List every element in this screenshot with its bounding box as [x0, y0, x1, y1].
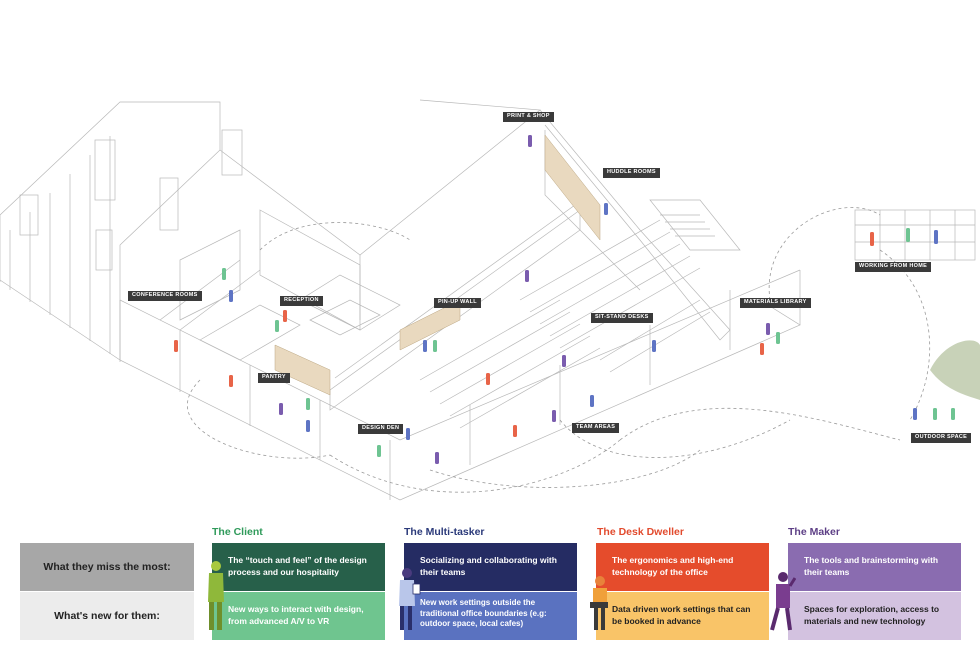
- maker-figure-icon: [770, 572, 796, 631]
- multitasker-miss-box: Socializing and collaborating with their…: [404, 543, 577, 591]
- desk-dweller-new-box: Data driven work settings that can be bo…: [596, 592, 769, 640]
- label-pin-up-wall: PIN-UP WALL: [434, 298, 481, 308]
- client-new-box: New ways to interact with design, from a…: [212, 592, 385, 640]
- label-reception: RECEPTION: [280, 296, 323, 306]
- persona-title-client: The Client: [212, 526, 263, 538]
- label-materials-library: MATERIALS LIBRARY: [740, 298, 811, 308]
- persona-title-maker: The Maker: [788, 526, 840, 538]
- persona-title-desk-dweller: The Desk Dweller: [597, 526, 684, 538]
- label-outdoor-space: OUTDOOR SPACE: [911, 433, 972, 443]
- multitasker-new-box: New work settings outside the traditiona…: [404, 592, 577, 640]
- desk-dweller-figure-icon: [590, 576, 608, 630]
- desk-dweller-miss-box: The ergonomics and high-end technology o…: [596, 543, 769, 591]
- client-miss-box: The “touch and feel” of the design proce…: [212, 543, 385, 591]
- label-conference-rooms: CONFERENCE ROOMS: [128, 291, 202, 301]
- maker-new-box: Spaces for exploration, access to materi…: [788, 592, 961, 640]
- label-working-from-home: WORKING FROM HOME: [855, 262, 932, 272]
- row-label-miss: What they miss the most:: [20, 543, 194, 591]
- label-huddle-rooms: HUDDLE ROOMS: [603, 168, 660, 178]
- multitasker-figure-icon: [399, 568, 421, 630]
- label-pantry: PANTRY: [258, 373, 290, 383]
- row-label-new: What's new for them:: [20, 592, 194, 640]
- label-sit-stand-desks: SIT-STAND DESKS: [591, 313, 653, 323]
- label-team-areas: TEAM AREAS: [572, 423, 620, 433]
- maker-miss-box: The tools and brainstorming with their t…: [788, 543, 961, 591]
- client-figure-icon: [208, 561, 224, 630]
- label-print-shop: PRINT & SHOP: [503, 112, 554, 122]
- label-design-den: DESIGN DEN: [358, 424, 404, 434]
- persona-title-multitasker: The Multi-tasker: [404, 526, 485, 538]
